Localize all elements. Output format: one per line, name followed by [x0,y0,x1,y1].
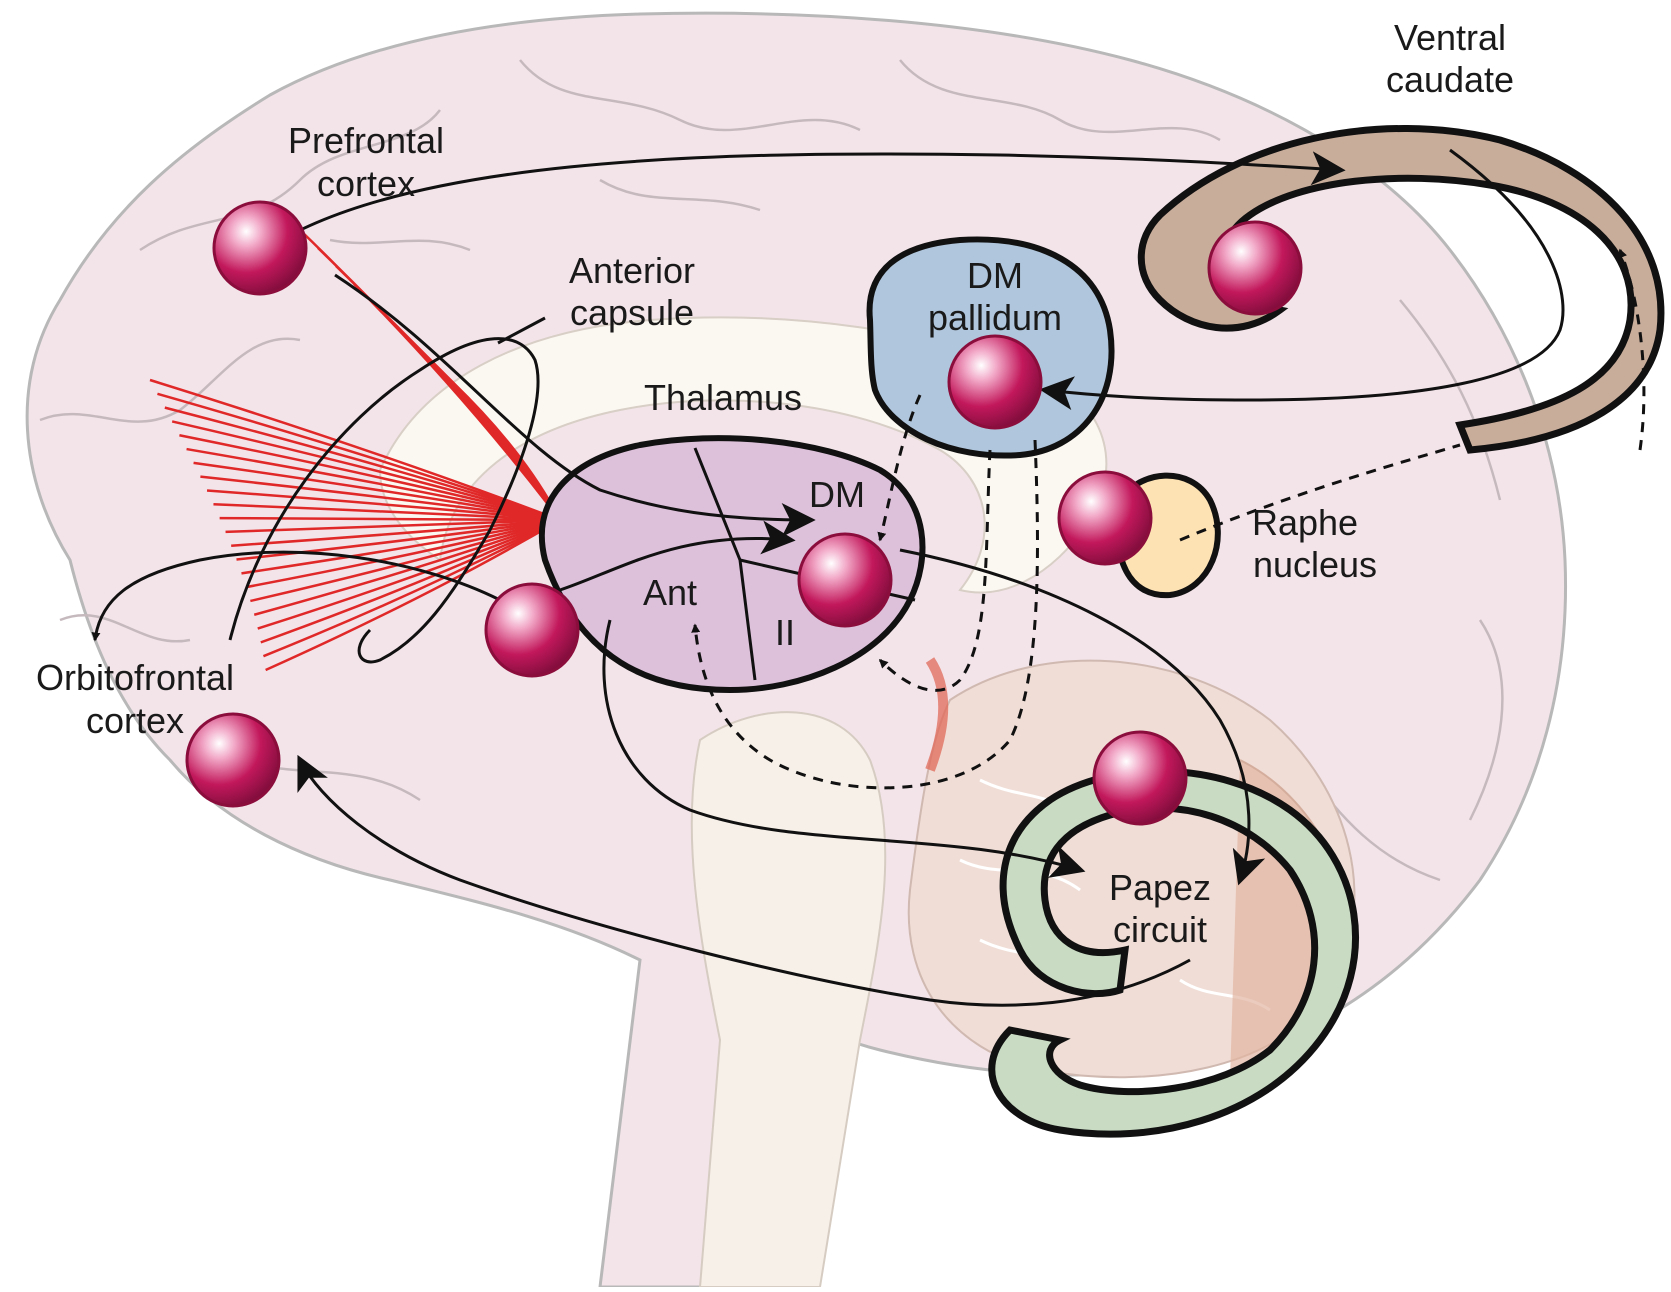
brainstem [690,711,887,1288]
prefrontal-fiber-fan [149,229,562,672]
vessel [925,657,949,772]
fiber-line [213,503,561,522]
label-anterior-capsule-line1: Anterior [569,250,695,291]
fiber-line [186,447,561,522]
neuron-hippocampus [1092,730,1188,826]
fiber-line [241,518,561,575]
neuron-pallidum [947,334,1043,430]
fiber-line [179,434,561,522]
fiber-line [253,518,561,616]
fiber-line [206,489,561,522]
fiber-line [262,518,561,658]
fiber-line [193,461,561,522]
neuron-cells [185,200,1303,826]
fiber-line [250,518,561,603]
solid-paths [91,148,1565,1007]
anterior-capsule-loop [228,337,540,664]
label-thalamus-ii: II [775,612,795,653]
label-prefrontal-line1: Prefrontal [288,120,444,161]
label-papez-line2: circuit [1113,909,1207,950]
fiber-line [236,518,561,561]
hippocampus-loop [988,767,1360,1138]
label-papez-line1: Papez [1109,867,1211,908]
fiber-line [200,475,561,522]
label-dm-pallidum-line2: pallidum [928,297,1062,338]
label-prefrontal-line2: cortex [317,163,415,204]
neuron-thalamus-dm [797,532,893,628]
fiber-line [164,406,561,522]
label-orbitofrontal-line2: cortex [86,700,184,741]
fiber-line [231,518,561,547]
label-thalamus: Thalamus [644,377,802,418]
fiber-line [219,516,561,522]
fiber-line [149,378,561,522]
ventral-caudate [1137,125,1665,454]
label-raphe-line2: nucleus [1253,544,1377,585]
neuron-orbitofrontal [185,712,281,808]
label-thalamus-dm: DM [809,474,865,515]
label-anterior-capsule-line2: capsule [570,292,694,333]
label-ventral-caudate-line2: caudate [1386,59,1514,100]
labels: Prefrontal cortex Ventral caudate Anteri… [36,17,1514,950]
fiber-line [260,518,561,644]
fiber-line [245,518,561,589]
neuron-prefrontal [212,200,308,296]
label-ventral-caudate-line1: Ventral [1394,17,1506,58]
fiber-line [157,392,561,522]
neuron-caudate [1207,220,1303,316]
fiber-line [257,518,561,630]
neuron-capsule [484,582,580,678]
label-thalamus-ant: Ant [643,572,697,613]
label-raphe-line1: Raphe [1252,502,1358,543]
neuron-raphe [1057,470,1153,566]
fiber-line [265,518,561,672]
fiber-line [171,420,561,522]
dashed-paths [691,248,1646,790]
label-orbitofrontal-line1: Orbitofrontal [36,657,234,698]
anterior-capsule-pointer [497,316,546,345]
label-dm-pallidum-line1: DM [967,255,1023,296]
